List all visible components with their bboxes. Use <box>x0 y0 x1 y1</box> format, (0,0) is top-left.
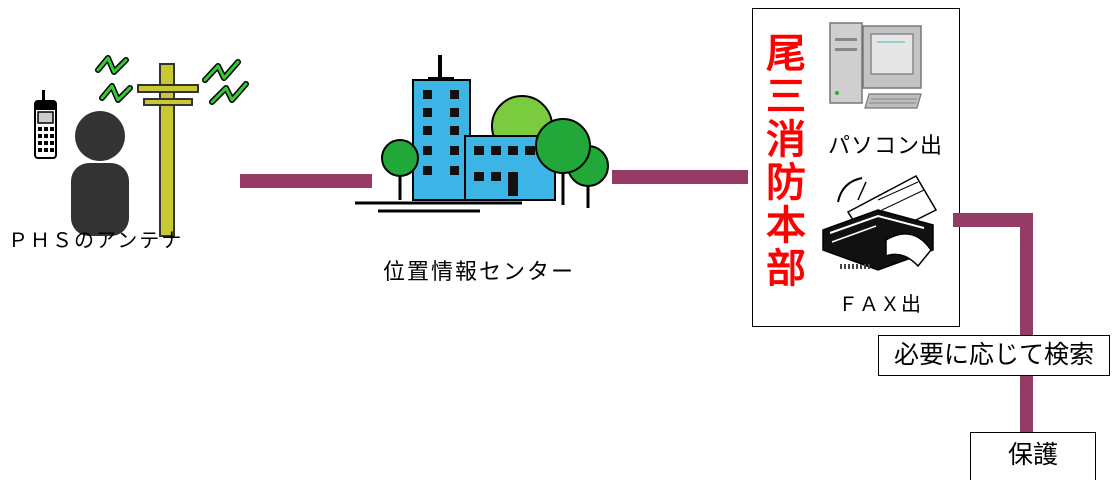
protection-box: 保護 <box>970 432 1096 480</box>
fax-output-label: ＦＡＸ出 <box>838 292 922 316</box>
connector-phs-to-center <box>240 174 372 188</box>
fire-department-name: 尾三消防本部 <box>759 32 805 290</box>
person-icon <box>71 111 129 236</box>
location-center-label: 位置情報センター <box>383 260 576 285</box>
mobile-phone-icon <box>34 90 57 159</box>
computer-icon <box>829 22 922 109</box>
signal-waves <box>95 55 249 105</box>
phs-antenna-label: ＰＨＳのアンテナ <box>8 228 184 252</box>
fax-icon <box>822 175 938 271</box>
connector-center-to-department <box>612 170 748 184</box>
connector-search-to-protection <box>1020 376 1033 432</box>
connector-fax-vertical <box>1020 213 1033 335</box>
building-icon <box>355 55 609 213</box>
pc-output-label: パソコン出 <box>828 134 944 159</box>
connector-fax-horizontal <box>953 213 1033 227</box>
search-box: 必要に応じて検索 <box>878 335 1110 376</box>
antenna-tower-icon <box>95 55 249 237</box>
